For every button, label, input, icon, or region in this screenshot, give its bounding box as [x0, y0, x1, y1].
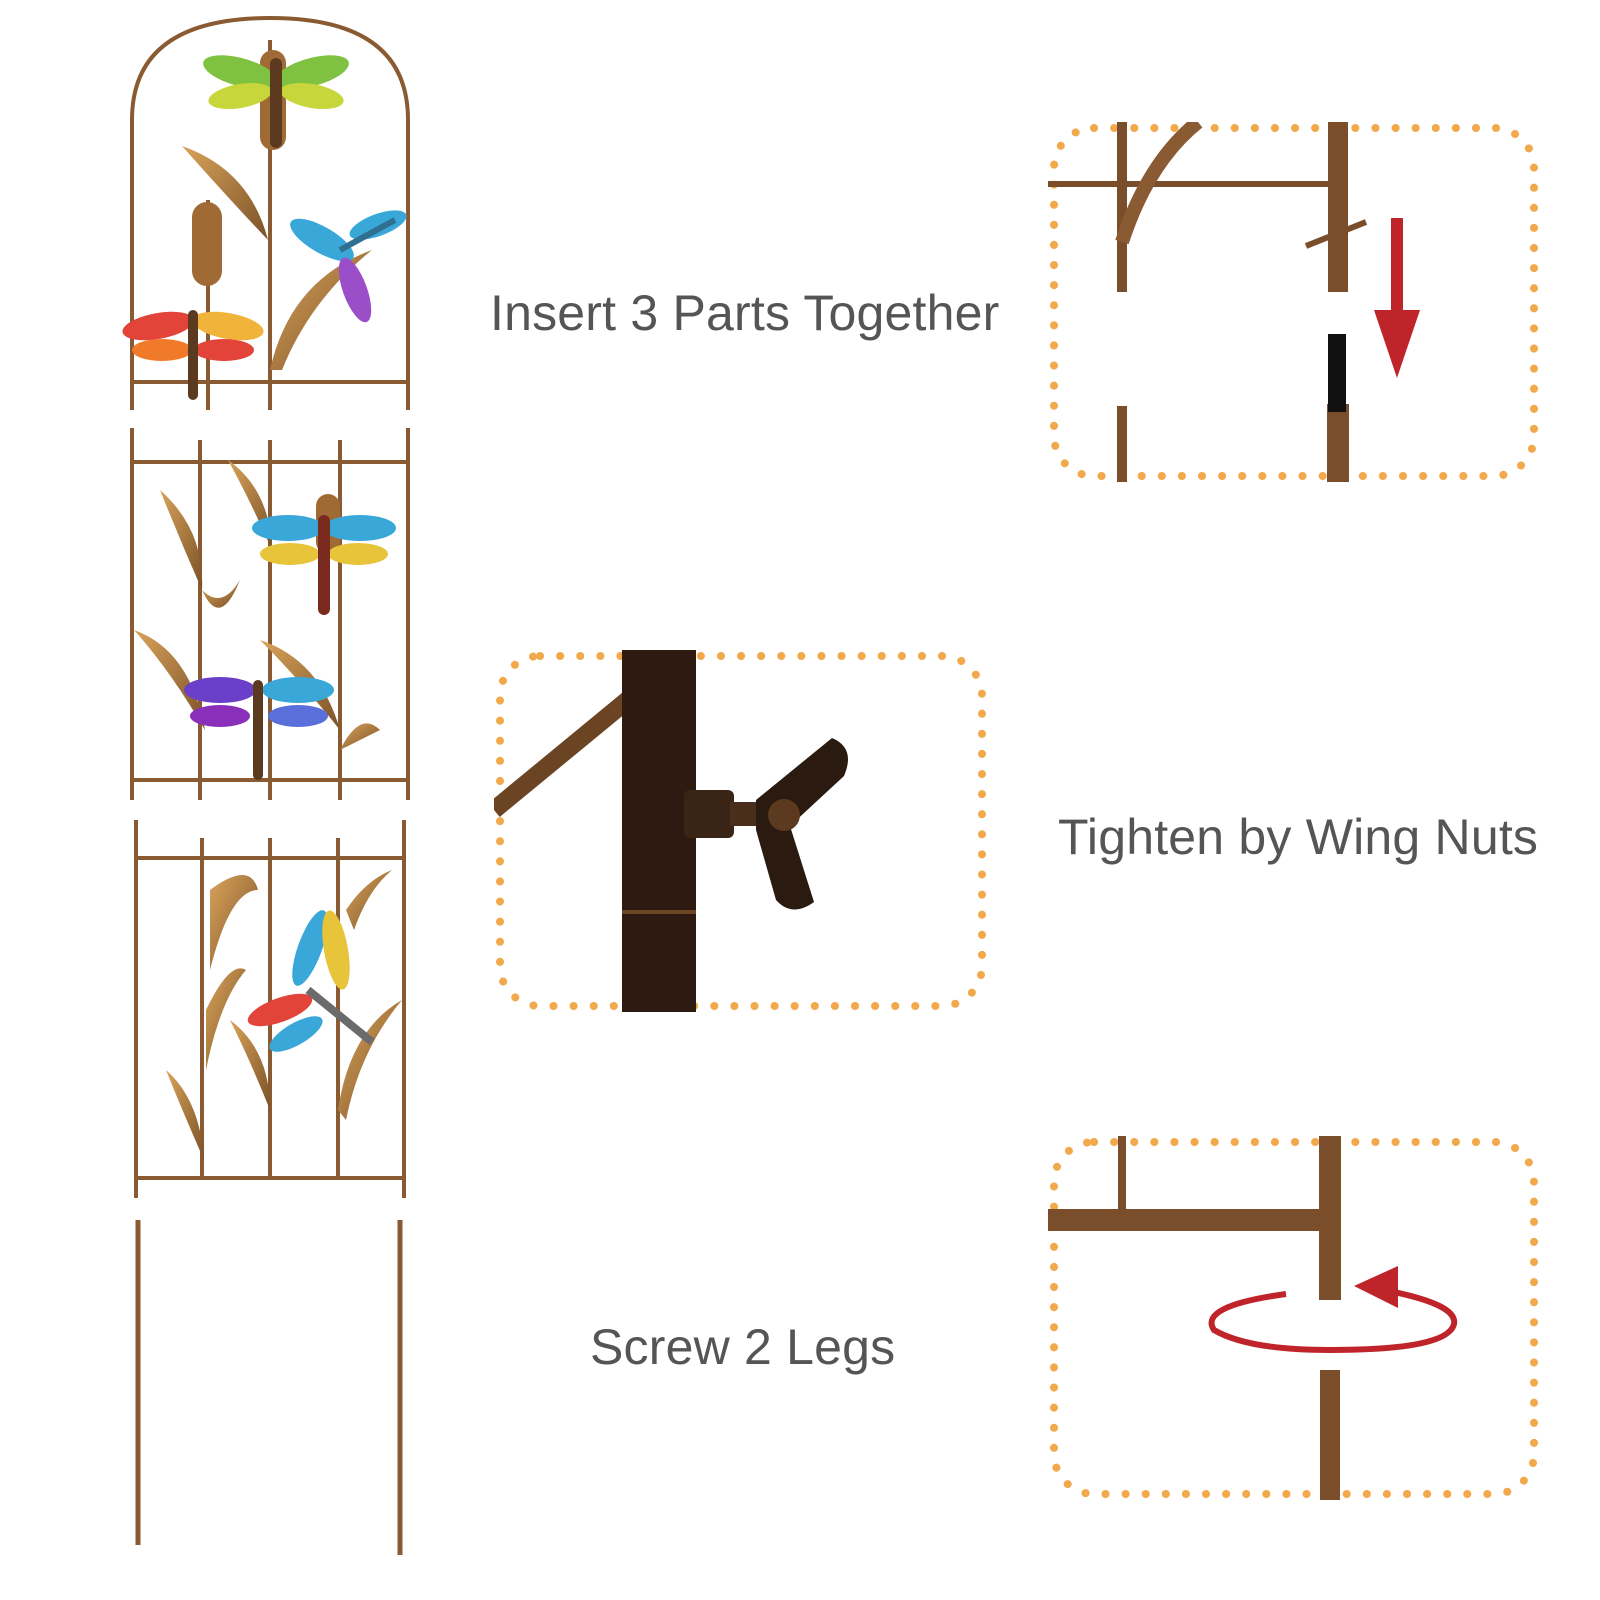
trellis-illustration — [122, 15, 410, 1555]
wing-nut-detail-view — [494, 650, 988, 1012]
step-screw-label: Screw 2 Legs — [590, 1319, 896, 1375]
dragonfly-icon — [122, 310, 264, 400]
dotted-frame — [494, 650, 986, 1012]
step-insert-label: Insert 3 Parts Together — [490, 285, 1000, 341]
trellis-legs — [135, 1220, 403, 1555]
wing-nut-icon — [684, 738, 848, 910]
trellis-middle-panel — [130, 428, 410, 800]
step-tighten-label: Tighten by Wing Nuts — [1058, 809, 1539, 865]
dotted-frame — [1048, 1136, 1538, 1500]
dragonfly-icon — [203, 55, 349, 148]
dragonfly-icon — [247, 910, 375, 1052]
reed-leaf-icon — [134, 460, 380, 750]
screw-legs-detail-view — [1048, 1136, 1540, 1500]
insert-detail-view — [1048, 122, 1540, 482]
rotate-arrow-icon — [1208, 1266, 1458, 1354]
dragonfly-icon — [290, 210, 407, 323]
dotted-frame — [1048, 122, 1538, 482]
down-arrow-icon — [1374, 218, 1420, 378]
dragonfly-icon — [184, 677, 334, 780]
reed-leaf-icon — [182, 146, 372, 370]
dragonfly-icon — [252, 515, 396, 615]
trellis-bottom-panel — [134, 820, 406, 1198]
reed-leaf-icon — [166, 870, 402, 1160]
